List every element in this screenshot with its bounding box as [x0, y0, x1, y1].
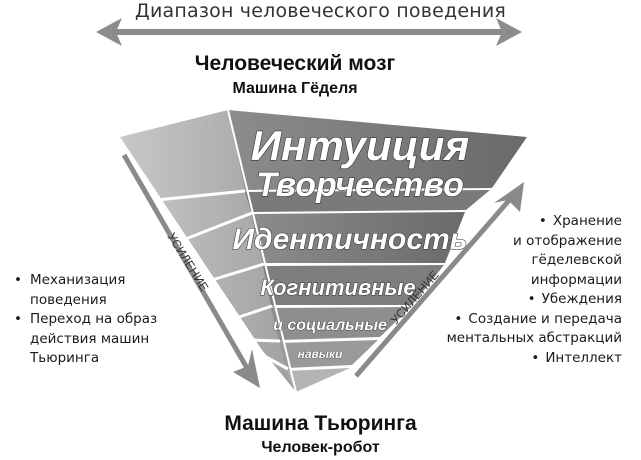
layer-identity-text: Идентичность — [232, 223, 467, 256]
behavior-range-label: Диапазон человеческого поведения — [134, 0, 507, 22]
pyramid-layer-2 — [251, 212, 465, 263]
pyramid-left-face — [120, 110, 296, 392]
pyramid-layer-4 — [271, 307, 411, 340]
layer-social-text: и социальные — [273, 317, 387, 334]
layer-creativity-text: Творчество — [256, 166, 464, 204]
pyramid-layer-5 — [279, 340, 378, 368]
right-list-item: •Интеллект — [531, 349, 622, 366]
turing-machine-title: Машина Тьюринга — [224, 412, 417, 435]
layer-cognitive-text: Когнитивные — [260, 275, 415, 300]
inverted-pyramid: Интуиция Творчество Идентичность Когнити… — [120, 109, 527, 393]
left-list-item: Переход на образ действия машин Тьюринга — [14, 310, 184, 369]
left-list-item: Механизация поведения — [14, 271, 184, 310]
human-robot-subtitle: Человек-робот — [261, 439, 380, 456]
pyramid-layer-1 — [228, 110, 527, 190]
human-brain-title: Человеческий мозг — [194, 52, 396, 75]
pyramid-layer-3 — [263, 265, 444, 305]
layer-skills-text: навыки — [298, 347, 344, 361]
right-list-item: •Убеждения — [527, 291, 622, 307]
layer-intuition-text: Интуиция — [251, 122, 469, 169]
behavior-range-arrow — [96, 18, 522, 46]
left-bullet-list: Механизация поведения Переход на образ д… — [14, 271, 184, 369]
godel-machine-subtitle: Машина Гёделя — [232, 80, 358, 97]
pyramid-tip — [287, 368, 350, 392]
